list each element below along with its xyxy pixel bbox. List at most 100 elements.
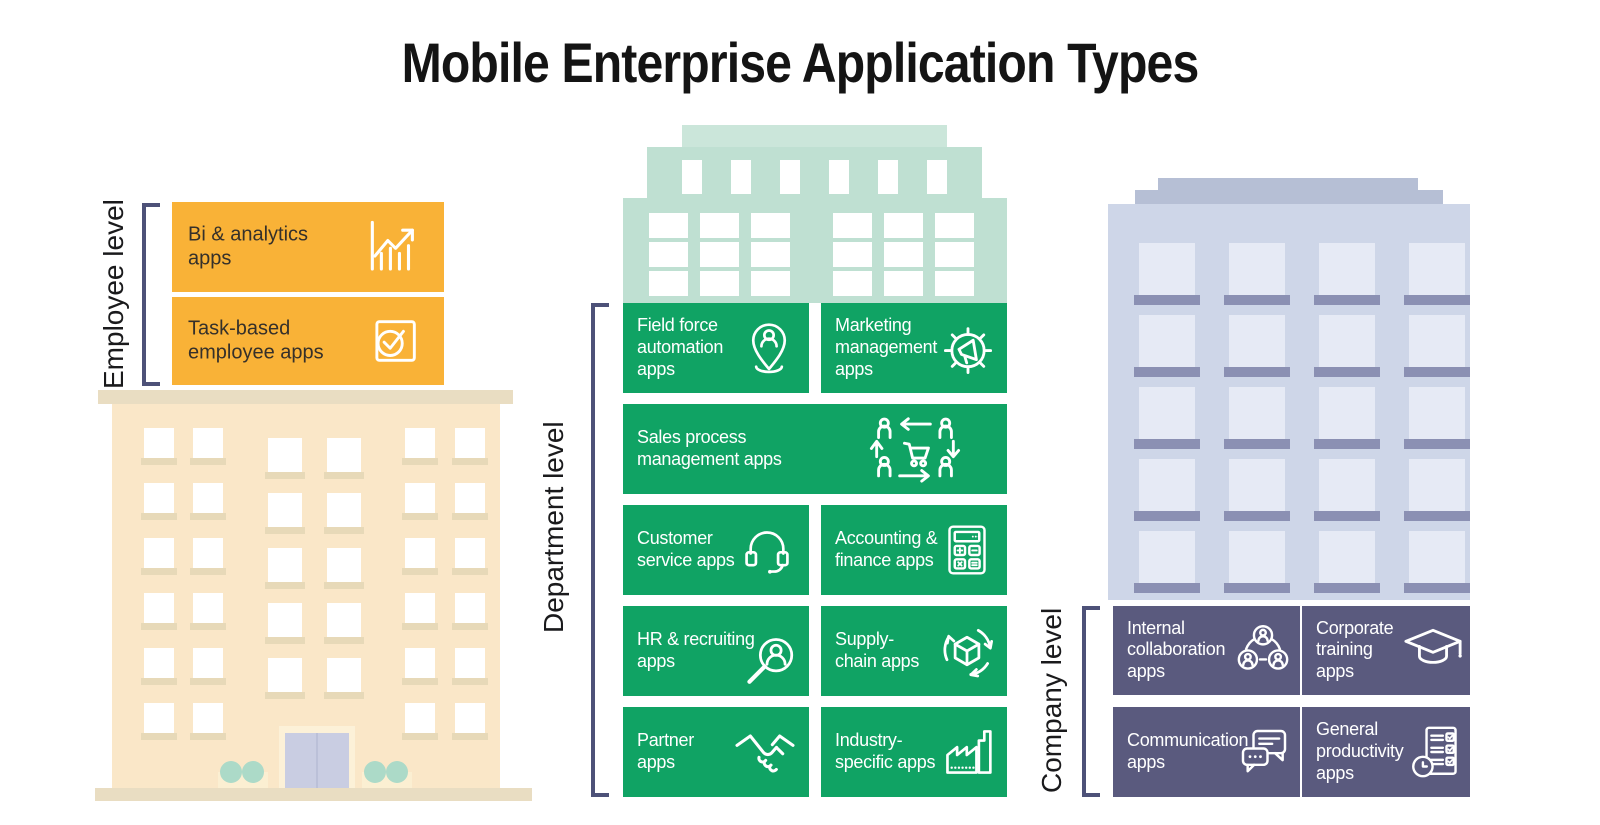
building-window bbox=[935, 271, 974, 296]
building-window bbox=[1404, 531, 1470, 593]
building-window bbox=[935, 242, 974, 267]
card-label: Internal collaboration apps bbox=[1127, 617, 1226, 682]
building-window bbox=[402, 593, 438, 630]
building-window bbox=[1134, 531, 1200, 593]
building-window bbox=[751, 213, 790, 238]
company-level-label: Company level bbox=[1036, 607, 1067, 793]
employee-building bbox=[112, 404, 500, 788]
marketing-icon bbox=[943, 327, 993, 374]
hr-recruiting-icon bbox=[747, 638, 794, 684]
building-window bbox=[1314, 387, 1380, 449]
building-window bbox=[324, 548, 364, 589]
department-building-lower bbox=[623, 198, 1007, 303]
card-marketing-management-apps: Marketing management apps bbox=[821, 303, 1007, 393]
building-window bbox=[751, 271, 790, 296]
card-corporate-training-apps: Corporate training apps bbox=[1302, 606, 1470, 695]
building-window bbox=[649, 213, 688, 238]
building-window bbox=[1314, 459, 1380, 521]
building-window bbox=[833, 213, 872, 238]
planter bbox=[362, 761, 412, 788]
building-window bbox=[141, 483, 177, 520]
company-building-roof bbox=[1135, 190, 1443, 204]
building-window bbox=[884, 271, 923, 296]
accounting-icon bbox=[948, 525, 986, 575]
card-hr-recruiting-apps: HR & recruiting apps bbox=[623, 606, 809, 696]
building-window bbox=[829, 160, 849, 194]
building-window bbox=[265, 493, 305, 534]
building-window bbox=[1134, 243, 1200, 305]
card-supply-chain-apps: Supply- chain apps bbox=[821, 606, 1007, 696]
card-label: HR & recruiting apps bbox=[637, 629, 755, 671]
card-communication-apps: Communication apps bbox=[1113, 707, 1300, 797]
building-window bbox=[452, 703, 488, 740]
building-window bbox=[190, 538, 226, 575]
card-industry-specific-apps: Industry- specific apps bbox=[821, 707, 1007, 797]
field-force-icon bbox=[751, 323, 787, 374]
card-label: Sales process management apps bbox=[637, 427, 782, 469]
card-label: Communication apps bbox=[1127, 730, 1249, 772]
employee-building-cornice bbox=[98, 390, 513, 404]
building-window bbox=[190, 593, 226, 630]
building-window bbox=[1404, 315, 1470, 377]
sales-process-icon bbox=[869, 417, 961, 483]
card-label: Bi & analytics apps bbox=[188, 223, 309, 270]
building-window bbox=[452, 593, 488, 630]
building-window bbox=[649, 242, 688, 267]
general-productivity-icon bbox=[1412, 726, 1457, 778]
building-window bbox=[324, 658, 364, 699]
building-window bbox=[1314, 243, 1380, 305]
internal-collaboration-icon bbox=[1237, 624, 1289, 670]
building-window bbox=[1404, 387, 1470, 449]
card-sales-process-management-apps: Sales process management apps bbox=[623, 404, 1007, 494]
task-check-icon bbox=[375, 320, 416, 362]
window-grid bbox=[1134, 243, 1470, 593]
industry-icon bbox=[946, 730, 992, 774]
building-window bbox=[141, 593, 177, 630]
building-window bbox=[402, 703, 438, 740]
building-window bbox=[265, 548, 305, 589]
building-window bbox=[324, 603, 364, 644]
corporate-training-icon bbox=[1404, 628, 1462, 664]
bush bbox=[242, 761, 264, 783]
building-window bbox=[265, 603, 305, 644]
entrance-door bbox=[285, 733, 349, 788]
partner-icon bbox=[735, 734, 795, 773]
building-window bbox=[1404, 243, 1470, 305]
building-window bbox=[731, 160, 751, 194]
bush bbox=[364, 761, 386, 783]
card-customer-service-apps: Customer service apps bbox=[623, 505, 809, 595]
building-window bbox=[927, 160, 947, 194]
window-grid bbox=[402, 428, 488, 740]
department-level-bracket bbox=[591, 303, 609, 797]
card-label: Accounting & finance apps bbox=[835, 528, 938, 570]
building-window bbox=[402, 538, 438, 575]
building-window bbox=[141, 428, 177, 465]
card-field-force-automation-apps: Field force automation apps bbox=[623, 303, 809, 393]
card-bi-analytics-apps: Bi & analytics apps bbox=[172, 202, 444, 292]
building-window bbox=[190, 648, 226, 685]
building-window bbox=[884, 213, 923, 238]
company-building-roof-top bbox=[1158, 178, 1418, 192]
building-window bbox=[452, 538, 488, 575]
building-window bbox=[190, 483, 226, 520]
building-window bbox=[141, 703, 177, 740]
building-window bbox=[324, 438, 364, 479]
building-window bbox=[1224, 459, 1290, 521]
building-window bbox=[141, 538, 177, 575]
card-general-productivity-apps: General productivity apps bbox=[1302, 707, 1470, 797]
building-window bbox=[700, 242, 739, 267]
building-window bbox=[1134, 387, 1200, 449]
card-label: Corporate training apps bbox=[1316, 617, 1394, 682]
card-label: Partner apps bbox=[637, 730, 694, 772]
department-level-label: Department level bbox=[538, 421, 569, 633]
card-internal-collaboration-apps: Internal collaboration apps bbox=[1113, 606, 1300, 695]
department-building-upper bbox=[647, 147, 982, 198]
planter bbox=[218, 761, 268, 788]
building-window bbox=[649, 271, 688, 296]
building-window bbox=[833, 271, 872, 296]
building-window bbox=[884, 242, 923, 267]
building-window bbox=[452, 483, 488, 520]
building-window bbox=[682, 160, 702, 194]
bush bbox=[220, 761, 242, 783]
